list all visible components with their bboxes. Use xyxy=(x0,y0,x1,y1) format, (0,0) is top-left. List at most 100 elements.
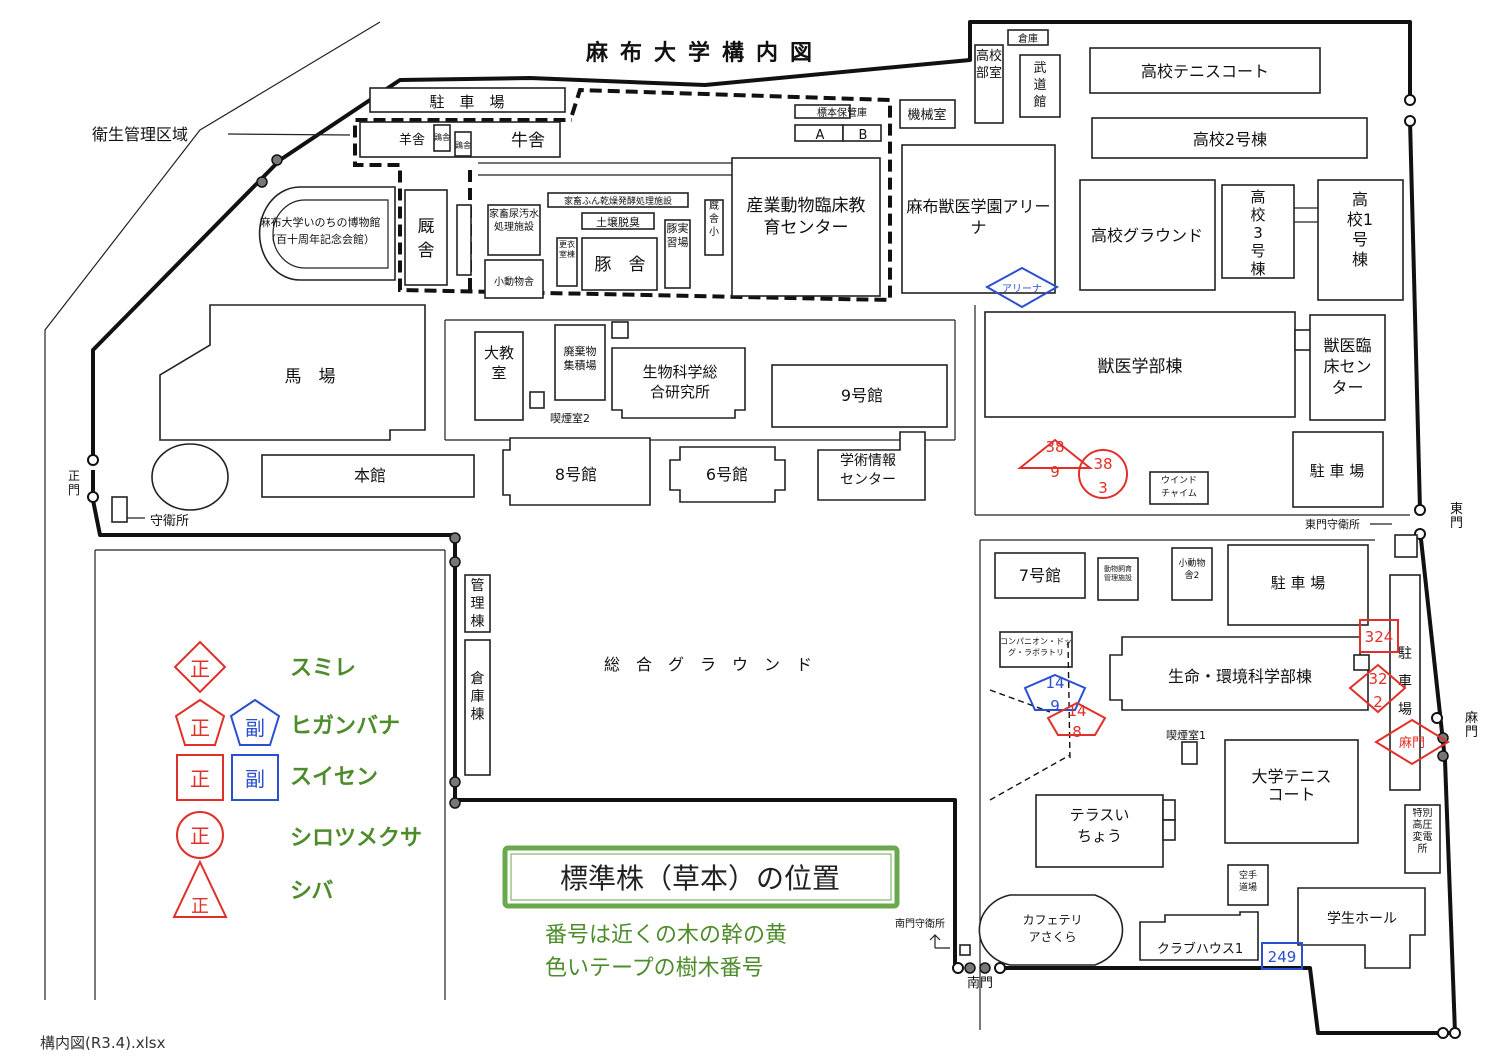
terrace-icho-label: テラスいちょう xyxy=(1069,806,1130,845)
vet-building xyxy=(984,311,1296,418)
stable xyxy=(404,189,448,286)
livestock-urine-facility xyxy=(487,204,541,256)
hs-building-2 xyxy=(1091,117,1368,159)
pig-barn xyxy=(581,237,658,291)
arena-building xyxy=(901,144,1056,294)
vet-clinic-center xyxy=(1309,314,1386,421)
arena-label: 麻布獣医学園アリーナ xyxy=(906,197,1051,237)
cow-barn-label: 牛舎 xyxy=(511,131,545,151)
marker-14-8-bottom: 8 xyxy=(1072,723,1082,741)
building-6-label: 6号館 xyxy=(706,465,748,484)
specimen-storage-label: 標本保管庫 xyxy=(817,106,867,119)
legend-0-mark: 正 xyxy=(190,657,210,681)
building-9-label: 9号館 xyxy=(841,386,883,405)
industrial-animal-center xyxy=(731,157,881,297)
marker-32-2-top: 32 xyxy=(1368,670,1387,688)
changing-room-label: 更衣室棟 xyxy=(559,240,575,259)
small-animal-barn-2-label: 小動物舎2 xyxy=(1178,559,1206,581)
building-8 xyxy=(502,437,651,506)
museum-label-2: （百十周年記念会館） xyxy=(265,232,375,246)
campus-boundary xyxy=(44,20,1457,1035)
waste-collection-label: 廃棄物集積場 xyxy=(563,345,597,372)
hs-tennis-court xyxy=(1089,47,1321,94)
marker-32-2-bottom: 2 xyxy=(1373,693,1383,711)
substation xyxy=(1404,804,1441,874)
large-lecture-hall-label: 大教室 xyxy=(484,344,514,382)
student-hall-label: 学生ホール xyxy=(1327,911,1397,927)
soil-deodorizer xyxy=(581,212,655,230)
horse-riding-ground xyxy=(159,304,426,441)
legend-4-mark: 正 xyxy=(191,896,209,917)
horse-riding-label: 馬 場 xyxy=(285,367,336,387)
admin-building-label: 管理棟 xyxy=(470,578,485,630)
admin-building xyxy=(464,574,491,633)
wind-chime xyxy=(1149,471,1209,505)
terrace-icho xyxy=(1035,794,1164,868)
south-gate-label: 南門 xyxy=(967,975,993,991)
specimen-storage-b xyxy=(842,124,882,142)
museum-building xyxy=(258,186,396,281)
substation-label: 特別高圧変電所 xyxy=(1412,808,1433,855)
bioscience-institute-label: 生物科学総合研究所 xyxy=(642,363,718,401)
marker-14-8-top: 14 xyxy=(1067,702,1086,720)
chicken-coop-1-label: 鶏舎 xyxy=(434,132,450,142)
marker-38-9-triangle xyxy=(1017,438,1093,469)
small-animal-barn-2 xyxy=(1171,547,1213,601)
chicken-coop-1 xyxy=(433,124,451,152)
small-animal-barn-label: 小動物舎 xyxy=(494,275,534,288)
marker-38-9-bottom: 9 xyxy=(1050,463,1060,481)
pig-training-site xyxy=(664,219,691,289)
marker-249-square xyxy=(1261,942,1303,970)
parking-east-3 xyxy=(1389,574,1421,791)
legend-pentagon-red-icon xyxy=(174,698,226,746)
footer-filename: 構内図(R3.4).xlsx xyxy=(40,1034,166,1052)
warehouse-top xyxy=(1007,29,1049,46)
parking-east-1-label: 駐 車 場 xyxy=(1310,462,1365,480)
companion-dog-lab xyxy=(999,631,1073,668)
legend: 正 スミレ 正 副 ヒガンバナ 正 副 スイセン 正 シロツメクサ 正 シバ xyxy=(172,640,422,918)
marker-38-3-circle xyxy=(1078,449,1128,499)
marker-asamon-label: 麻門 xyxy=(1399,736,1425,751)
legend-0-species: スミレ xyxy=(290,656,356,681)
building-7 xyxy=(994,552,1086,599)
storage-b-label: B xyxy=(859,128,868,143)
legend-4-species: シバ xyxy=(290,879,333,904)
marker-arena-label: アリーナ xyxy=(1002,283,1042,295)
parking-north-label: 駐 車 場 xyxy=(429,93,504,111)
club-house-1 xyxy=(1139,911,1259,961)
companion-dog-lab-label: コンパニオン・ドッグ・ラボラトリ xyxy=(1000,637,1072,657)
manure-drying-label: 家畜ふん乾燥発酵処理施設 xyxy=(564,195,672,207)
info-box-note-1: 番号は近くの木の幹の黄 xyxy=(545,923,787,948)
marker-14-9-pentagon xyxy=(1023,673,1087,711)
cafeteria-label: カフェテリアさくら xyxy=(1022,913,1083,944)
parking-east-2 xyxy=(1227,544,1369,626)
warehouse-building-label: 倉庫棟 xyxy=(470,671,485,723)
info-box-note-2: 色いテープの樹木番号 xyxy=(545,956,764,981)
hs-club-room-label: 高校部室 xyxy=(975,49,1002,81)
hs-building-1 xyxy=(1317,179,1404,301)
bioscience-institute xyxy=(611,347,746,419)
main-gate-label: 正門 xyxy=(68,469,80,497)
guard-post-main xyxy=(111,496,128,523)
marker-38-9-top: 38 xyxy=(1045,438,1064,456)
hs-building-2-label: 高校2号棟 xyxy=(1193,130,1267,149)
legend-diamond-icon xyxy=(173,640,227,694)
chicken-coop-2 xyxy=(454,131,472,157)
legend-1-mark2: 副 xyxy=(245,716,265,740)
cafeteria-sakura xyxy=(978,894,1124,966)
karate-dojo xyxy=(1227,864,1269,906)
stable-label: 厩舎 xyxy=(418,217,435,261)
legend-2-mark2: 副 xyxy=(245,767,265,791)
legend-circle-icon xyxy=(176,811,224,859)
legend-triangle-icon xyxy=(172,859,228,918)
sheep-barn-label: 羊舎 xyxy=(399,132,425,148)
info-center-label: 学術情報センター xyxy=(840,453,896,488)
hs-building-3-label: 高校3号棟 xyxy=(1250,188,1266,278)
budokan xyxy=(1019,54,1061,118)
smoking-room-1 xyxy=(1181,741,1198,765)
legend-2-species: スイセン xyxy=(290,765,378,790)
asa-gate-label: 麻門 xyxy=(1465,711,1478,740)
soil-deodorizer-label: 土壌脱臭 xyxy=(596,215,640,229)
info-box-title: 標準株（草本）の位置 xyxy=(560,862,840,895)
marker-14-8-pentagon xyxy=(1046,701,1107,736)
